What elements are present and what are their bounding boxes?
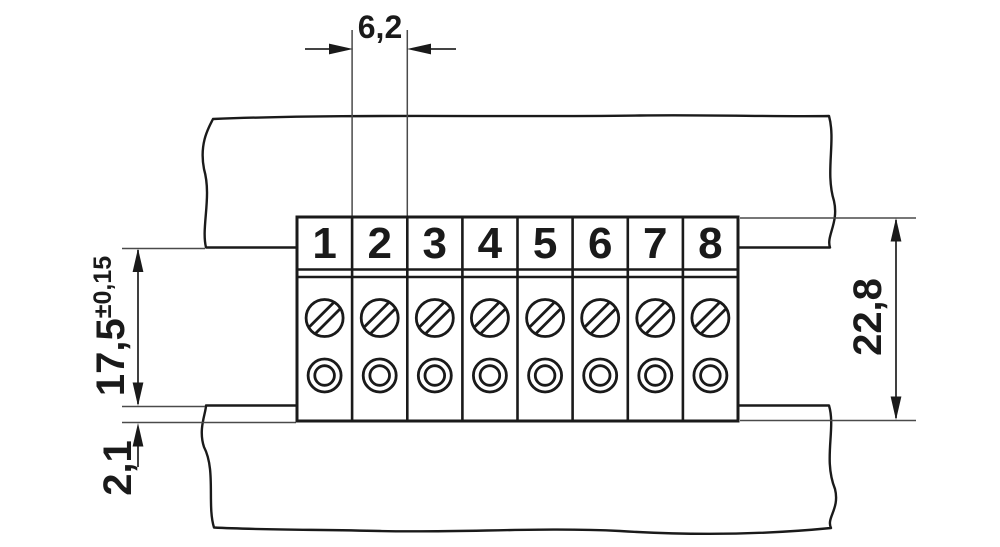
dim-height-above-label: 17,5±0,15 bbox=[89, 255, 133, 397]
terminal-number-8: 8 bbox=[698, 219, 723, 268]
terminal-number-7: 7 bbox=[643, 219, 668, 268]
dim-total-height-label: 22,8 bbox=[846, 278, 890, 356]
terminal-number-5: 5 bbox=[532, 219, 558, 268]
arrow-pitch-right-icon bbox=[407, 43, 431, 55]
marker-strip-separator bbox=[297, 268, 738, 279]
arrow-height-above-top-icon bbox=[132, 248, 144, 272]
lower-panel bbox=[200, 404, 838, 536]
arrow-total-height-top-icon bbox=[890, 218, 902, 242]
terminal-number-1: 1 bbox=[312, 219, 337, 268]
dim-rail-overlap-label: 2,1 bbox=[96, 440, 140, 496]
dim-height-above-tolerance: ±0,15 bbox=[89, 255, 117, 319]
dim-pitch-label: 6,2 bbox=[357, 9, 403, 45]
terminal-number-4: 4 bbox=[477, 219, 503, 268]
arrow-height-above-bottom-icon bbox=[132, 382, 144, 406]
dimension-lines bbox=[132, 43, 902, 467]
arrow-pitch-left-icon bbox=[329, 43, 353, 55]
terminal-number-3: 3 bbox=[422, 219, 448, 268]
upper-panel bbox=[201, 114, 837, 249]
terminal-number-6: 6 bbox=[587, 219, 613, 268]
terminal-block bbox=[295, 215, 740, 423]
dim-height-above-value: 17,5 bbox=[89, 318, 133, 397]
arrow-rail-overlap-icon bbox=[132, 423, 144, 447]
cell-dividers bbox=[350, 217, 685, 421]
arrow-total-height-bottom-icon bbox=[890, 396, 902, 420]
terminal-number-2: 2 bbox=[367, 219, 392, 268]
extension-lines bbox=[122, 30, 916, 424]
